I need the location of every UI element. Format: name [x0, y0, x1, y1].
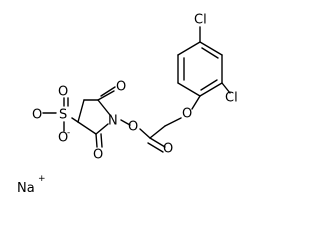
counterion: Na	[17, 181, 35, 196]
bond-c-cl-right	[221, 82, 231, 94]
bond-ring-4	[177, 82, 201, 97]
atom-o-sulfonate-bottom: O	[58, 131, 68, 146]
bond-c-o-carbonyl-double	[147, 142, 164, 153]
bond-o-n	[120, 119, 131, 126]
charge-sodium-plus: +	[38, 174, 46, 184]
atom-o-ether: O	[182, 107, 192, 122]
counterion-sodium: Na	[17, 181, 35, 196]
bond-c2-o-top	[97, 90, 115, 101]
bond-c-o-carbonyl	[149, 137, 166, 148]
bond-c5-o-bottom	[95, 133, 98, 148]
bond-c5-o-bottom-double	[100, 133, 103, 148]
bond-n-c2	[97, 99, 111, 116]
atom-o-carbonyl-ester: O	[163, 142, 173, 157]
bond-c3-c4	[77, 99, 85, 123]
bond-c4-s	[71, 117, 79, 123]
molecule-drawing: Cl Cl O O O N O O S O O O - + Na	[17, 13, 238, 197]
bond-c2-o-top-double	[100, 86, 116, 97]
atom-o-sulfonate-left: O	[32, 108, 42, 123]
atom-s-sulfonate: S	[59, 108, 67, 123]
atom-o-imide-bottom: O	[93, 148, 103, 163]
bond-c5-n	[95, 123, 109, 135]
bond-o-ch2	[164, 117, 182, 127]
atom-n-imide: N	[108, 114, 118, 129]
atom-o-imide-top: O	[116, 80, 126, 95]
atom-cl-top: Cl	[194, 13, 207, 28]
bond-c4-c5	[77, 121, 97, 135]
bond-ch2-c-ester	[149, 125, 166, 139]
atom-labels: Cl Cl O O O N O O S O O O	[32, 13, 238, 163]
bond-ring-3	[199, 82, 223, 97]
chemical-structure-diagram: Cl Cl O O O N O O S O O O - + Na	[17, 12, 238, 197]
bond-c-o-ether	[191, 95, 201, 110]
bond-ring-1	[199, 41, 223, 56]
atom-o-sulfonate-top: O	[58, 85, 68, 100]
bond-c-o-ester-link	[139, 128, 151, 139]
bonds	[42, 26, 231, 153]
charges: - +	[38, 128, 70, 184]
charge-sulfonate-minus: -	[67, 128, 70, 138]
bond-ring-6	[177, 41, 201, 56]
atom-cl-right: Cl	[225, 91, 238, 106]
atom-o-ester-link: O	[128, 120, 138, 135]
bond-ring-3-inner	[200, 79, 218, 91]
bond-ring-1-inner	[201, 47, 219, 59]
